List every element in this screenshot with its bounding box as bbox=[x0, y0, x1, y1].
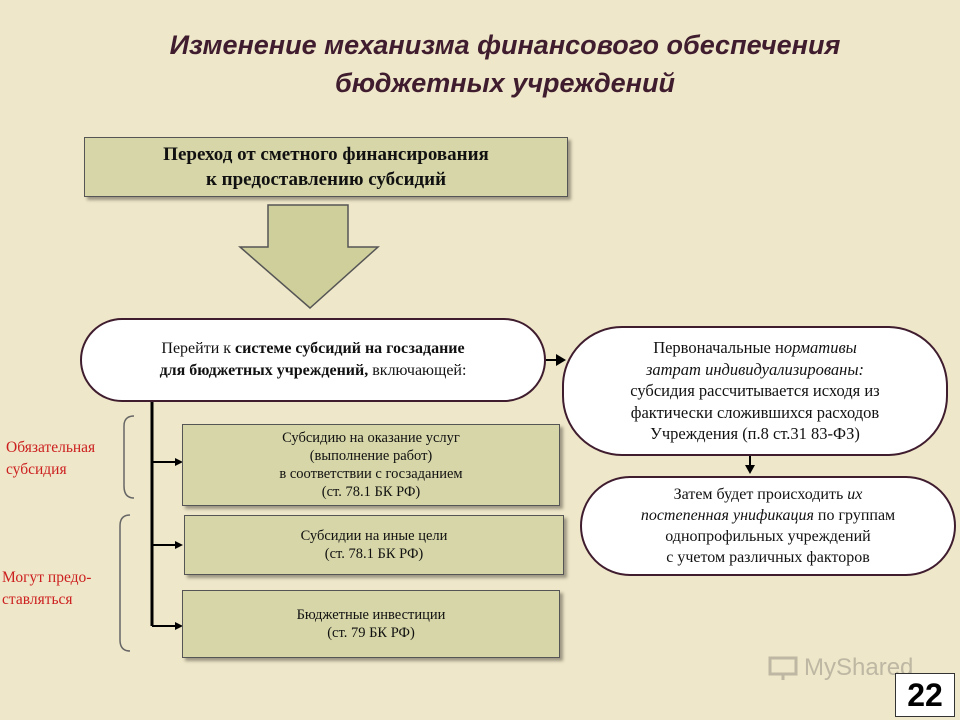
subsidy-box-investments: Бюджетные инвестиции (ст. 79 БК РФ) bbox=[182, 590, 560, 658]
branch-2-head bbox=[175, 541, 183, 549]
norm-line-5: Учреждения (п.8 ст.31 83-ФЗ) bbox=[650, 424, 860, 444]
down-arrow-icon bbox=[237, 204, 380, 310]
norm-line-4: фактически сложившихся расходов bbox=[630, 402, 880, 422]
norms-pill: Первоначальные нормативы затрат индивиду… bbox=[562, 326, 948, 456]
later-line-4: с учетом различных факторов bbox=[666, 549, 870, 566]
transition-box: Переход от сметного финансирования к пре… bbox=[84, 137, 568, 197]
transition-line-1: Переход от сметного финансирования bbox=[163, 144, 489, 165]
subsidy-3-line-2: (ст. 79 БК РФ) bbox=[327, 625, 415, 641]
subsidy-2-line-1: Субсидии на иные цели bbox=[300, 528, 448, 544]
subsidy-box-other: Субсидии на иные цели (ст. 78.1 БК РФ) bbox=[184, 515, 564, 575]
subsidy-box-services: Субсидию на оказание услуг (выполнение р… bbox=[182, 424, 560, 506]
later-line-2: постепенная унификация по группам bbox=[640, 507, 896, 524]
subsidy-1-line-1: Субсидию на оказание услуг bbox=[282, 430, 460, 446]
mandatory-label-line-2: субсидия bbox=[6, 461, 67, 478]
watermark-logo: MyShared bbox=[768, 654, 913, 682]
main-pill-line-2: для бюджетных учреждений, включающей: bbox=[159, 362, 467, 379]
subsidy-1-line-4: (ст. 78.1 БК РФ) bbox=[321, 484, 421, 500]
title-line-2: бюджетных учреждений bbox=[335, 68, 675, 98]
optional-label-line-2: ставляться bbox=[2, 591, 73, 608]
norm-line-3: субсидия рассчитывается исходя из bbox=[630, 381, 880, 401]
bracket-optional bbox=[119, 514, 131, 652]
presentation-icon bbox=[768, 656, 798, 680]
mandatory-label: Обязательная субсидия bbox=[6, 437, 95, 481]
subsidy-3-line-1: Бюджетные инвестиции bbox=[296, 607, 446, 623]
optional-label-line-1: Могут предо- bbox=[2, 569, 92, 586]
norm-line-1: Первоначальные нормативы bbox=[653, 338, 857, 358]
main-pill-line-1: Перейти к системе субсидий на госзадание bbox=[161, 340, 465, 357]
later-line-1: Затем будет происходить их bbox=[673, 486, 863, 503]
mandatory-label-line-1: Обязательная bbox=[6, 439, 96, 456]
transition-line-2: к предоставлению субсидий bbox=[205, 169, 447, 190]
branch-1-head bbox=[175, 458, 183, 466]
arrow-to-later-head bbox=[745, 465, 755, 474]
subsidy-system-pill: Перейти к системе субсидий на госзадание… bbox=[80, 318, 546, 402]
page-number: 22 bbox=[895, 673, 955, 717]
bracket-mandatory bbox=[123, 415, 135, 499]
subsidy-1-line-3: в соответствии с госзаданием bbox=[279, 466, 463, 482]
subsidy-1-line-2: (выполнение работ) bbox=[309, 448, 433, 464]
norm-line-2: затрат индивидуализированы: bbox=[645, 359, 865, 379]
optional-label: Могут предо- ставляться bbox=[2, 567, 91, 611]
slide-title: Изменение механизма финансового обеспече… bbox=[0, 26, 960, 102]
title-line-1: Изменение механизма финансового обеспече… bbox=[169, 30, 841, 60]
unification-pill: Затем будет происходить их постепенная у… bbox=[580, 476, 956, 576]
subsidy-2-line-2: (ст. 78.1 БК РФ) bbox=[324, 546, 424, 562]
branch-3-head bbox=[175, 622, 183, 630]
later-line-3: однопрофильных учреждений bbox=[665, 528, 871, 545]
arrow-to-norms-head bbox=[556, 354, 566, 366]
